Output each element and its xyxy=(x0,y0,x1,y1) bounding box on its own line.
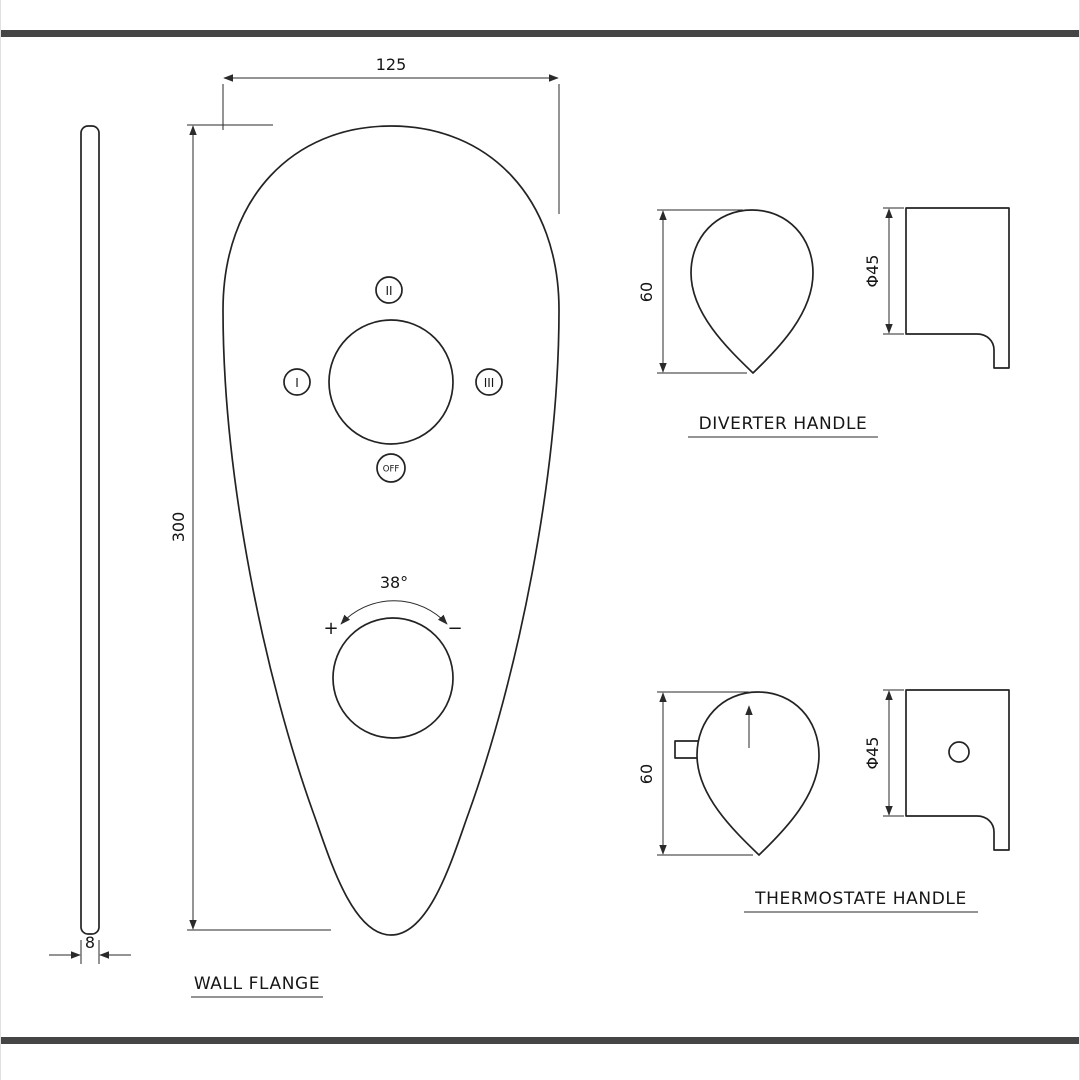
pos-off-circle xyxy=(376,453,406,483)
diverter-handle-side: Φ45 xyxy=(863,207,1010,369)
dim-diverter-diameter: Φ45 xyxy=(863,255,882,288)
pos-right-label: III xyxy=(484,376,495,390)
dim-flange-width-group: 125 xyxy=(222,55,560,214)
frame-bottom-bar xyxy=(1,1037,1079,1044)
dim-thermostat-height: 60 xyxy=(637,764,656,784)
swing-arc xyxy=(340,600,448,625)
thermostate-handle-front: 60 xyxy=(637,691,820,856)
dim-flange-thickness: 8 xyxy=(85,933,95,952)
diverter-handle-outline xyxy=(690,209,814,374)
dim-flange-height: 300 xyxy=(169,512,188,543)
wall-flange-label: WALL FLANGE xyxy=(194,974,320,994)
dim-flange-width: 125 xyxy=(376,55,407,74)
minus-sign: − xyxy=(447,618,462,639)
flange-plate-profile xyxy=(80,125,100,935)
pos-off-label: OFF xyxy=(383,465,400,475)
pos-top-circle xyxy=(375,276,403,304)
pos-left-label: I xyxy=(295,376,299,390)
thermostate-handle-side: Φ45 xyxy=(863,689,1010,851)
dim-swing-angle: 38° xyxy=(380,573,408,592)
dim-flange-height-group: 300 xyxy=(169,124,331,931)
diverter-spindle-hole xyxy=(328,319,454,445)
flange-front-view: II I III OFF 38° + − xyxy=(222,125,560,936)
diverter-handle-label: DIVERTER HANDLE xyxy=(699,414,868,434)
flange-side-view: 8 xyxy=(49,125,131,964)
pos-left-circle xyxy=(283,368,311,396)
plus-sign: + xyxy=(323,618,338,639)
dim-thermostat-diameter: Φ45 xyxy=(863,737,882,770)
flange-outline xyxy=(222,125,560,936)
thermostat-handle-outline xyxy=(696,691,820,856)
thermostat-tab xyxy=(674,740,700,759)
thermostate-handle-label: THERMOSTATE HANDLE xyxy=(754,889,967,909)
diverter-handle-front: 60 xyxy=(637,209,814,374)
thermostat-profile-hole xyxy=(948,741,970,763)
pos-top-label: II xyxy=(385,284,392,298)
dim-diverter-height: 60 xyxy=(637,282,656,302)
thermostat-handle-profile xyxy=(905,689,1010,851)
pos-right-circle xyxy=(475,368,503,396)
diverter-handle-profile xyxy=(905,207,1010,369)
frame-top-bar xyxy=(1,30,1079,37)
